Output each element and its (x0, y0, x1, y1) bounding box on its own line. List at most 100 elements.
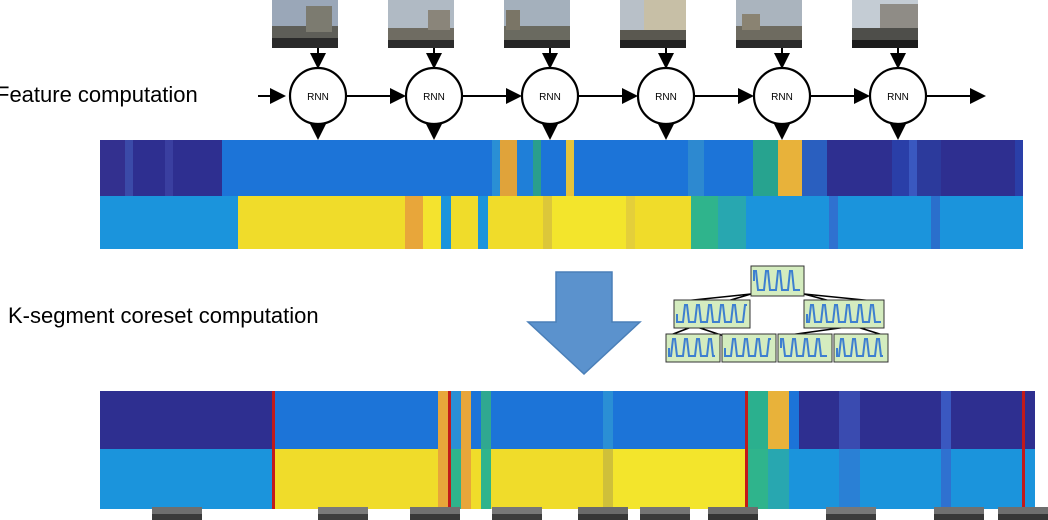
heatmap-band (222, 140, 493, 196)
frame-thumbnail (272, 0, 338, 48)
heatmap-band (788, 449, 799, 509)
heatmap-band (481, 449, 492, 509)
segment-signal (668, 338, 715, 357)
heatmap-band (1021, 391, 1025, 449)
segment-signal (780, 338, 827, 357)
frame-thumbnail (852, 0, 918, 48)
heatmap-band (447, 449, 451, 509)
rnn-label: RNN (887, 92, 909, 103)
keyframe-thumbnail (410, 507, 460, 520)
heatmap-band (132, 140, 166, 196)
heatmap-row (100, 391, 1035, 449)
heatmap-band (100, 391, 273, 449)
heatmap-band (950, 391, 1022, 449)
heatmap-band (100, 196, 239, 249)
heatmap-band (859, 391, 941, 449)
heatmap-band (173, 140, 223, 196)
heatmap-band (798, 449, 840, 509)
keyframe-thumbnail (578, 507, 628, 520)
heatmap-band (423, 196, 442, 249)
heatmap-band (491, 391, 603, 449)
heatmap-band (908, 140, 917, 196)
kseg-coreset-label: K-segment coreset computation (8, 303, 319, 328)
heatmap-band (460, 391, 472, 449)
rnn-label: RNN (655, 92, 677, 103)
heatmap-band (1024, 391, 1035, 449)
heatmap-band (492, 140, 501, 196)
heatmap-band (471, 391, 482, 449)
rnn-label: RNN (423, 92, 445, 103)
segment-signal (753, 270, 800, 291)
heatmap-band (829, 196, 839, 249)
heatmap-row (100, 449, 1035, 509)
keyframe-thumbnail (318, 507, 368, 520)
heatmap-band (100, 449, 273, 509)
heatmap-band (516, 140, 533, 196)
rnn-label: RNN (539, 92, 561, 103)
heatmap-band (500, 140, 517, 196)
heatmap-band (859, 449, 941, 509)
keyframe-thumbnail (826, 507, 876, 520)
heatmap-band (930, 196, 940, 249)
heatmap-band (460, 449, 472, 509)
segment-signal (724, 338, 771, 357)
keyframe-thumbnail (998, 507, 1048, 520)
keyframe-thumbnail (934, 507, 984, 520)
heatmap-band (744, 449, 748, 509)
heatmap-band (838, 196, 931, 249)
keyframe-thumbnail (640, 507, 690, 520)
rnn-node: RNN (288, 48, 406, 140)
heatmap-band (450, 449, 461, 509)
rnn-node: RNN (752, 48, 870, 140)
heatmap-band (100, 140, 125, 196)
heatmap-band (541, 140, 566, 196)
heatmap-band (275, 449, 438, 509)
heatmap-band (788, 391, 799, 449)
heatmap-band (542, 196, 553, 249)
heatmap-band (892, 140, 909, 196)
heatmap-band (718, 196, 746, 249)
heatmap-band (165, 140, 174, 196)
heatmap-band (491, 449, 603, 509)
keyframe-thumbnail (152, 507, 202, 520)
frame-thumbnail (620, 0, 686, 48)
heatmap-band (940, 449, 951, 509)
frame-thumbnail (736, 0, 802, 48)
rnn-node: RNN (520, 48, 638, 140)
heatmap-band (238, 196, 405, 249)
heatmap-band (1024, 449, 1035, 509)
heatmap-band (704, 140, 754, 196)
heatmap-band (437, 391, 448, 449)
heatmap-band (613, 391, 745, 449)
heatmap-band (941, 140, 1015, 196)
heatmap-band (532, 140, 541, 196)
heatmap-band (478, 196, 488, 249)
heatmap-band (688, 140, 705, 196)
heatmap-band (768, 391, 789, 449)
segment-signal (676, 304, 747, 323)
heatmap-band (565, 140, 574, 196)
heatmap-band (272, 449, 276, 509)
heatmap-band (950, 449, 1022, 509)
heatmap-band (447, 391, 451, 449)
heatmap-band (1014, 140, 1023, 196)
heatmap-band (404, 196, 424, 249)
heatmap-band (768, 449, 789, 509)
feature-heatmap (100, 140, 1023, 249)
heatmap-band (602, 391, 614, 449)
keyframe-thumbnail (492, 507, 542, 520)
heatmap-band (437, 449, 448, 509)
heatmap-band (940, 391, 951, 449)
heatmap-band (635, 196, 691, 249)
rnn-chain-diagram: RNN RNN RNN RNN RNN RNN (258, 48, 986, 140)
heatmap-band (802, 140, 827, 196)
heatmap-band (753, 140, 778, 196)
heatmap-band (573, 140, 688, 196)
heatmap-band (487, 196, 543, 249)
heatmap-band (747, 449, 769, 509)
heatmap-band (441, 196, 451, 249)
coreset-heatmap (100, 391, 1035, 509)
frame-thumbnail (504, 0, 570, 48)
rnn-node: RNN (404, 48, 522, 140)
